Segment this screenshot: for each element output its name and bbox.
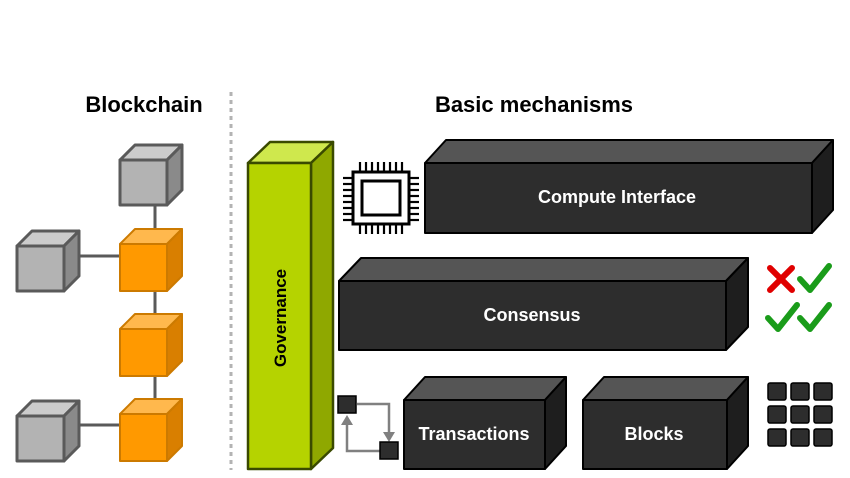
gray-block-left-upper <box>15 229 81 293</box>
transaction-flow-icon <box>337 395 399 460</box>
governance-pillar <box>246 140 335 471</box>
gray-block-left-lower <box>15 399 81 463</box>
check-mark-icon <box>765 302 800 332</box>
transactions-box <box>403 376 567 470</box>
consensus-label: Consensus <box>483 305 580 325</box>
block-grid-icon <box>767 382 833 447</box>
blocks-box <box>582 376 749 470</box>
check-mark-icon <box>797 263 832 293</box>
transactions-label: Transactions <box>418 424 529 444</box>
gray-block-top <box>118 143 184 207</box>
orange-block-3 <box>119 398 183 462</box>
orange-block-2 <box>119 313 183 377</box>
compute-interface-label: Compute Interface <box>538 187 696 207</box>
blockchain-heading: Blockchain <box>85 92 202 117</box>
orange-block-1 <box>119 228 183 292</box>
governance-label: Governance <box>271 269 290 367</box>
compute-interface-box <box>424 139 834 234</box>
cross-mark-icon <box>767 265 795 293</box>
check-mark-icon <box>797 302 832 332</box>
blocks-label: Blocks <box>624 424 683 444</box>
basic-mechanisms-heading: Basic mechanisms <box>435 92 633 117</box>
consensus-box <box>338 257 749 351</box>
vote-check-marks-icon <box>765 263 832 332</box>
cpu-chip-icon <box>343 162 419 234</box>
